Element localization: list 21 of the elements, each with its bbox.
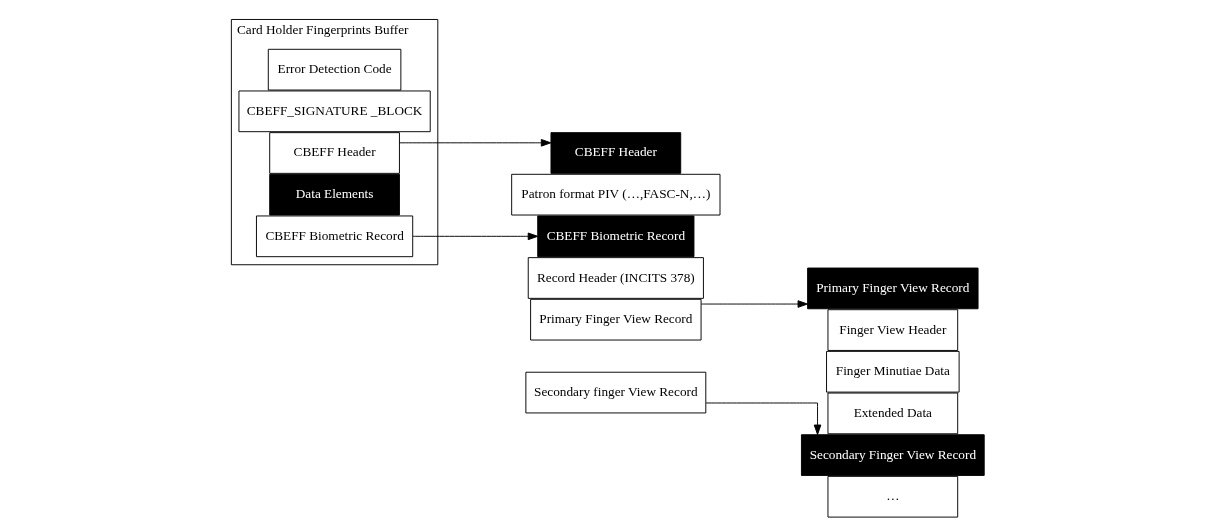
node-box: CBEFF_SIGNATURE _BLOCK bbox=[237, 90, 431, 133]
arrow bbox=[398, 139, 551, 147]
node-box: Primary Finger View Record bbox=[529, 298, 702, 341]
node-box: Secondary finger View Record bbox=[524, 371, 706, 414]
arrow bbox=[700, 300, 808, 308]
node-box: CBEFF Biometric Record bbox=[255, 215, 413, 258]
node-box: Data Elements bbox=[268, 173, 400, 216]
node-box: Patron format PIV (…,FASC-N,…) bbox=[510, 173, 720, 216]
node-box: Error Detection Code bbox=[267, 48, 401, 91]
arrow bbox=[411, 232, 538, 241]
arrow bbox=[705, 402, 821, 435]
node-box: Record Header (INCITS 378) bbox=[527, 257, 704, 299]
node-box: Extended Data bbox=[827, 392, 958, 435]
node-box: CBEFF Header bbox=[550, 132, 681, 174]
node-box: Finger Minutiae Data bbox=[825, 350, 960, 393]
node-box: CBEFF Header bbox=[268, 132, 400, 174]
node-box: Finger View Header bbox=[827, 309, 958, 351]
node-box: Primary Finger View Record bbox=[806, 267, 979, 310]
node-box: … bbox=[827, 475, 958, 518]
node-box: CBEFF Biometric Record bbox=[536, 215, 694, 258]
node-box: Secondary Finger View Record bbox=[800, 434, 985, 476]
